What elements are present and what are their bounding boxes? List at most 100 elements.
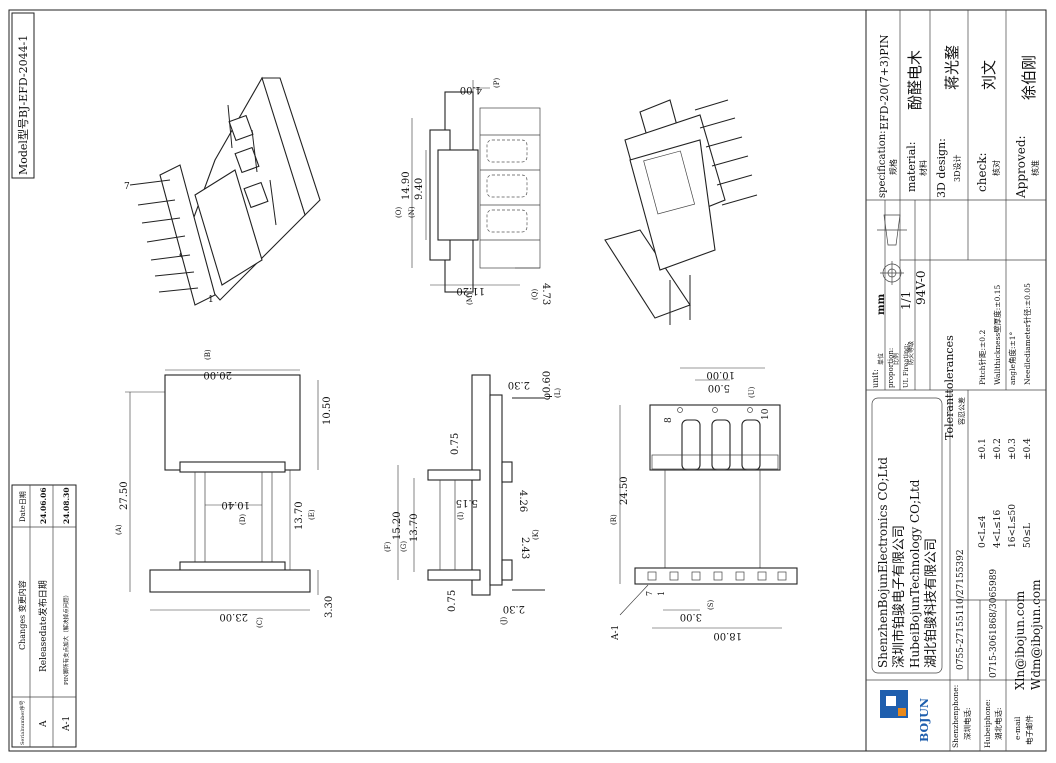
design-value: 蒋光鍪 [943, 45, 961, 90]
tol-note-pitch: Pitch针距:±0.2 [977, 330, 987, 385]
bojun-logo: BOJUN [880, 690, 931, 742]
changes-header-changes: Changes 变更内容 [17, 580, 27, 650]
check-value: 刘文 [980, 60, 998, 90]
dim-2-43: 2.43 [519, 537, 530, 559]
dim-11-20: 11.20 [456, 285, 485, 296]
tol-range-1: 0<L≤4 [978, 515, 988, 548]
dim-2-30-top: 2.30 [508, 379, 530, 390]
design-cn: 3D设计 [952, 154, 962, 182]
pin-7-label: 7 [645, 591, 654, 596]
ul-cn: 防火等级 [907, 341, 915, 365]
material-value: 酚醛电木 [906, 50, 924, 110]
dim-10-00: 10.00 [706, 369, 735, 380]
ul-label: UL Fireating: [902, 343, 910, 388]
unit-label: unit: [871, 369, 880, 388]
spec-label: specification: [877, 130, 888, 198]
dim-label-k: (K) [532, 529, 540, 540]
dim-label-f: (F) [384, 541, 392, 552]
unit-value: mm [876, 293, 887, 315]
pin-1-label: 1 [657, 591, 666, 596]
tol-note-angle: angle角度:±1° [1007, 331, 1017, 385]
tol-range-4: 50≤L [1023, 523, 1033, 548]
changes-header-date: Date日期 [19, 491, 27, 522]
changes-row-b-serial: A-1 [62, 716, 72, 732]
tol-cn: 容忍公差 [957, 397, 966, 425]
title-block: specification: 规格 EFD-20(7+3)PIN materia… [866, 10, 1046, 751]
spec-value: EFD-20(7+3)PIN [878, 34, 891, 130]
pin-10-label: 10 [761, 408, 771, 420]
email-cn: 电子邮件 [1024, 715, 1034, 745]
bottom-view: 10.00 5.00 (U) 24.50 (R) 3.00 (S) 18.00 … [610, 367, 798, 641]
changes-row-a-desc: Releasedate发布日期 [37, 580, 49, 672]
iso-pin-1-label: 1 [208, 295, 214, 305]
dim-14-90: 14.90 [401, 171, 412, 200]
dim-3-00: 3.00 [680, 611, 702, 622]
dim-label-q: (Q) [531, 289, 539, 300]
shenzhen-phone: 0755-27155110/27155392 [956, 549, 966, 670]
dim-label-n: (N) [408, 206, 416, 218]
dim-27-50: 27.50 [119, 481, 130, 510]
pin-8-label: 8 [664, 417, 674, 423]
dim-10-40: 10.40 [221, 499, 250, 510]
changes-header-serial: Serialnumber序号 [19, 700, 26, 745]
top-view: 4.00 (P) 14.90 (O) 9.40 (N) 11.20 (M) 4.… [395, 78, 551, 306]
tol-range-2: 4<L≤16 [993, 509, 1003, 548]
dim-label-a: (A) [115, 524, 123, 535]
tol-note-needle: Needlediameter针径:±0.05 [1022, 283, 1032, 385]
dim-label-j: (J) [500, 616, 508, 625]
changes-row-b-desc: PIN脚所有支点加大（解决掉点问题） [62, 592, 70, 685]
dim-9-40: 9.40 [414, 178, 425, 200]
dim-4-00: 4.00 [460, 84, 482, 95]
tol-note-wall: Wallthickness壁厚度:±0.15 [992, 284, 1002, 385]
front-view: 27.50 (A) 20.00 (B) 10.50 10.40 (D) 13.7… [115, 349, 335, 628]
projection-symbol [877, 214, 907, 285]
dim-label-u: (U) [748, 386, 756, 398]
company-line-4: 湖北铂骏科技有限公司 [923, 538, 939, 668]
dim-label-m: (M) [466, 292, 474, 305]
check-cn: 核对 [991, 160, 1001, 176]
tol-title: Toleranttolerances [943, 335, 956, 440]
changes-row-a-date: 24.06.06 [39, 487, 48, 524]
dim-3-30: 3.30 [324, 596, 335, 618]
dim-label-d: (D) [239, 514, 247, 525]
side-view: 2.30 φ0.60 (L) 0.75 15.20 (F) 13.70 (G) … [384, 371, 562, 625]
dim-label-o: (O) [395, 207, 403, 218]
dim-0-75-top: 0.75 [450, 433, 461, 455]
dim-label-e: (E) [308, 509, 316, 520]
dim-0-75-bottom: 0.75 [447, 590, 458, 612]
dim-13-70-front: 13.70 [294, 501, 305, 530]
dim-5-15: 5.15 [456, 497, 478, 508]
dim-13-70-side: 13.70 [409, 513, 420, 542]
outer-border [8, 9, 1047, 752]
hubei-phone-label: Hubeiphone: [983, 699, 992, 748]
hubei-phone-cn: 湖北电话: [993, 707, 1003, 740]
approved-cn: 核准 [1030, 160, 1040, 176]
isometric-view-left: 7 1 [124, 76, 321, 306]
dim-phi-0-60: φ0.60 [542, 371, 553, 400]
dim-20-00: 20.00 [203, 369, 232, 380]
dim-24-50: 24.50 [619, 476, 630, 505]
logo-text: BOJUN [918, 698, 931, 742]
email-label: e-mail [1013, 716, 1022, 740]
dim-4-73: 4.73 [540, 283, 551, 305]
hubei-phone: 0715-3061868/3065989 [989, 569, 999, 678]
iso-pin-7-label: 7 [124, 182, 130, 192]
tol-range-3: 16<L≤50 [1008, 504, 1018, 548]
dim-2-30-bottom: 2.30 [503, 603, 525, 614]
tol-value-3: ±0.3 [1008, 438, 1018, 460]
dim-label-p: (P) [493, 78, 501, 88]
company-line-3: HubeiBojunTechnology CO;Ltd [908, 479, 922, 668]
email-2: Wdm@ibojun.com [1029, 579, 1043, 690]
dim-label-c: (C) [256, 617, 264, 628]
change-marker-a1: A-1 [611, 625, 621, 641]
dim-label-b: (B) [204, 349, 212, 360]
dim-label-r: (R) [610, 514, 618, 525]
shenzhen-phone-cn: 深圳电话: [962, 707, 972, 740]
proportion-cn: 比例 [892, 353, 900, 365]
dim-10-50: 10.50 [322, 396, 333, 425]
design-label: 3D design: [935, 138, 948, 198]
approved-label: Approved: [1014, 135, 1028, 199]
tol-value-4: ±0.4 [1023, 438, 1033, 460]
dim-15-20: 15.20 [392, 511, 403, 540]
